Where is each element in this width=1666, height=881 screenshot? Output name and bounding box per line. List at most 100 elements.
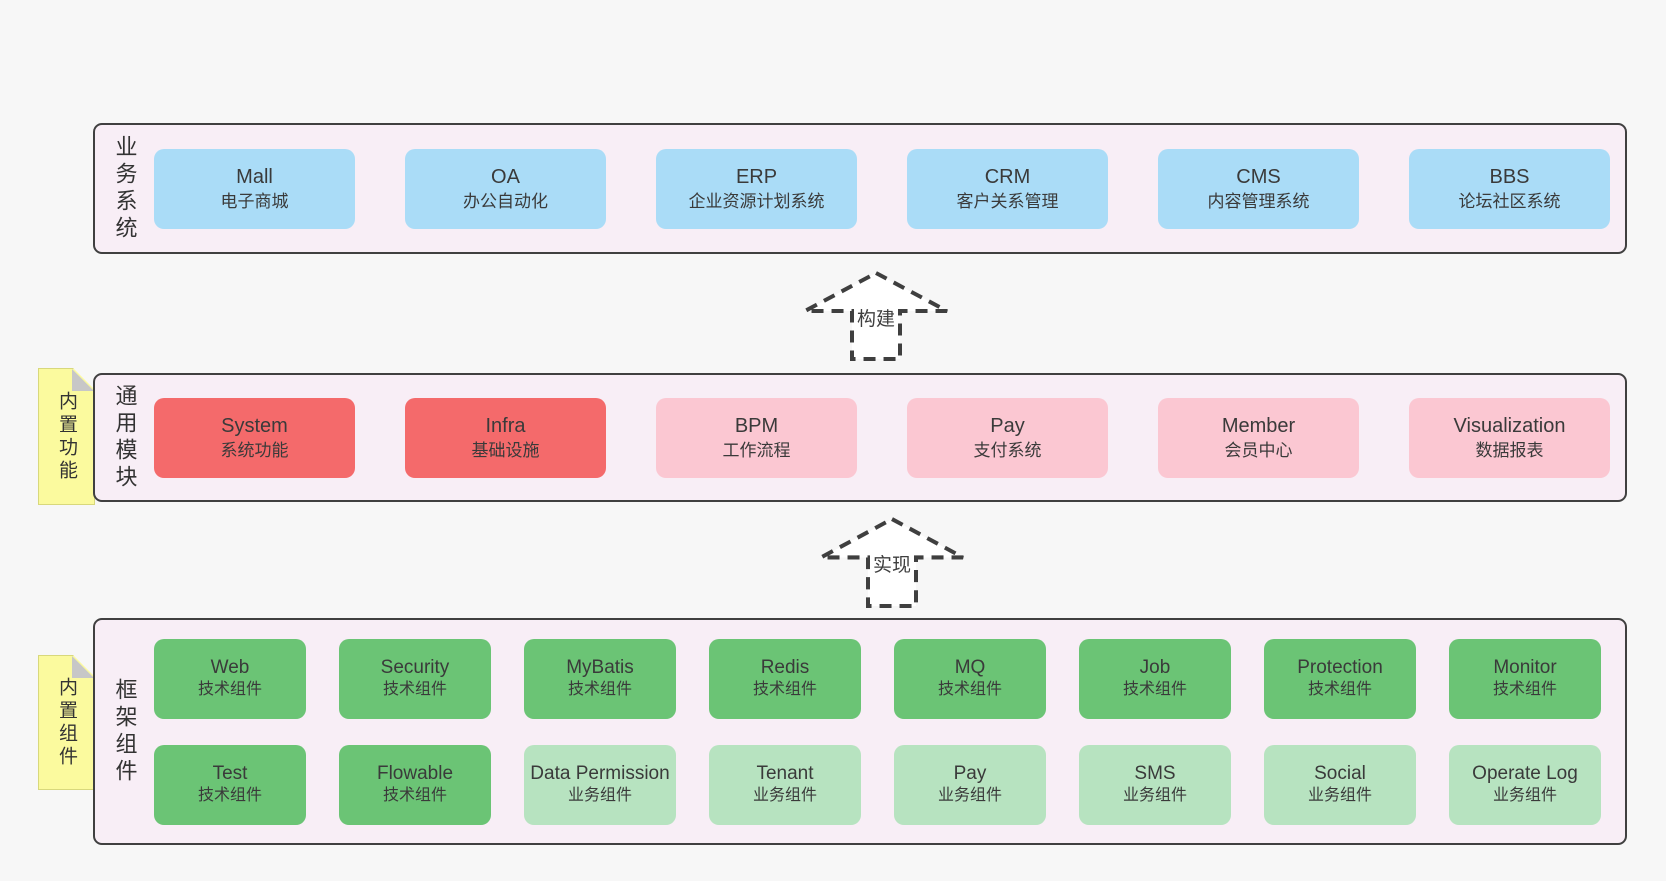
box-erp: ERP 企业资源计划系统 xyxy=(656,148,857,229)
box-job: Job 技术组件 xyxy=(1079,638,1231,719)
box-test: Test 技术组件 xyxy=(154,744,306,825)
business-systems-boxes: Mall 电子商城 OA 办公自动化 ERP 企业资源计划系统 CRM 客户关系… xyxy=(154,148,1610,229)
box-oa: OA 办公自动化 xyxy=(405,148,606,229)
box-subtitle: 会员中心 xyxy=(1224,440,1293,460)
framework-components-band: 框架组件 Web 技术组件 Security 技术组件 MyBatis 技术组件… xyxy=(93,618,1627,845)
box-subtitle: 业务组件 xyxy=(752,787,817,805)
box-subtitle: 技术组件 xyxy=(752,681,817,699)
box-infra: Infra 基础设施 xyxy=(405,397,606,478)
sticky-note-built-in-functions: 内置功能 xyxy=(38,368,95,505)
box-pay-component: Pay 业务组件 xyxy=(894,744,1046,825)
box-title: Infra xyxy=(485,414,526,437)
box-subtitle: 技术组件 xyxy=(197,787,262,805)
box-title: SMS xyxy=(1134,763,1176,785)
box-subtitle: 工作流程 xyxy=(722,440,791,460)
box-protection: Protection 技术组件 xyxy=(1264,638,1416,719)
box-title: Visualization xyxy=(1453,414,1566,437)
box-title: Web xyxy=(210,657,250,679)
box-subtitle: 论坛社区系统 xyxy=(1458,191,1561,211)
box-title: MyBatis xyxy=(566,657,634,679)
sticky-label: 内置功能 xyxy=(56,390,77,483)
box-subtitle: 业务组件 xyxy=(1122,787,1187,805)
box-subtitle: 电子商城 xyxy=(220,191,289,211)
sticky-note-built-in-components: 内置组件 xyxy=(38,655,95,790)
box-cms: CMS 内容管理系统 xyxy=(1158,148,1359,229)
box-subtitle: 技术组件 xyxy=(197,681,262,699)
band-label-column: 框架组件 xyxy=(95,678,154,786)
box-crm: CRM 客户关系管理 xyxy=(907,148,1108,229)
common-modules-boxes: System 系统功能 Infra 基础设施 BPM 工作流程 Pay 支付系统… xyxy=(154,397,1610,478)
box-monitor: Monitor 技术组件 xyxy=(1449,638,1601,719)
box-redis: Redis 技术组件 xyxy=(709,638,861,719)
box-title: CMS xyxy=(1236,165,1281,188)
box-mall: Mall 电子商城 xyxy=(154,148,355,229)
arrow-label-build: 构建 xyxy=(802,304,950,331)
box-subtitle: 技术组件 xyxy=(382,681,447,699)
box-title: Security xyxy=(380,657,450,679)
folded-corner-icon xyxy=(72,656,94,678)
box-subtitle: 业务组件 xyxy=(937,787,1002,805)
box-flowable: Flowable 技术组件 xyxy=(339,744,491,825)
box-title: Protection xyxy=(1297,657,1383,679)
box-subtitle: 业务组件 xyxy=(1307,787,1372,805)
box-title: Redis xyxy=(760,657,810,679)
box-title: Monitor xyxy=(1493,657,1557,679)
box-title: Job xyxy=(1139,657,1171,679)
box-visualization: Visualization 数据报表 xyxy=(1409,397,1610,478)
common-modules-band: 通用模块 System 系统功能 Infra 基础设施 BPM 工作流程 Pay… xyxy=(93,373,1627,502)
box-pay: Pay 支付系统 xyxy=(907,397,1108,478)
box-title: Pay xyxy=(953,763,987,785)
box-title: OA xyxy=(491,165,520,188)
box-title: CRM xyxy=(984,165,1031,188)
box-subtitle: 系统功能 xyxy=(220,440,289,460)
build-arrow: 构建 xyxy=(802,270,950,362)
box-subtitle: 技术组件 xyxy=(1122,681,1187,699)
box-subtitle: 办公自动化 xyxy=(463,191,548,211)
box-subtitle: 企业资源计划系统 xyxy=(688,191,825,211)
box-title: Data Permission xyxy=(530,763,670,785)
box-subtitle: 支付系统 xyxy=(973,440,1042,460)
box-subtitle: 业务组件 xyxy=(567,787,632,805)
box-title: Social xyxy=(1314,763,1366,785)
box-bpm: BPM 工作流程 xyxy=(656,397,857,478)
band-label-common-modules: 通用模块 xyxy=(112,383,138,492)
box-title: Test xyxy=(212,763,248,785)
box-system: System 系统功能 xyxy=(154,397,355,478)
business-systems-band: 业务系统 Mall 电子商城 OA 办公自动化 ERP 企业资源计划系统 CRM… xyxy=(93,123,1627,254)
box-title: Operate Log xyxy=(1472,763,1578,785)
box-data-permission: Data Permission 业务组件 xyxy=(524,744,676,825)
technical-components-row: Web 技术组件 Security 技术组件 MyBatis 技术组件 Redi… xyxy=(154,638,1601,719)
framework-components-rows: Web 技术组件 Security 技术组件 MyBatis 技术组件 Redi… xyxy=(154,638,1601,825)
box-subtitle: 客户关系管理 xyxy=(956,191,1059,211)
box-title: Mall xyxy=(236,165,273,188)
box-web: Web 技术组件 xyxy=(154,638,306,719)
box-subtitle: 技术组件 xyxy=(1492,681,1557,699)
box-subtitle: 数据报表 xyxy=(1475,440,1544,460)
folded-corner-icon xyxy=(72,369,94,391)
box-subtitle: 技术组件 xyxy=(1307,681,1372,699)
box-subtitle: 技术组件 xyxy=(937,681,1002,699)
box-subtitle: 业务组件 xyxy=(1492,787,1557,805)
box-title: MQ xyxy=(954,657,986,679)
box-member: Member 会员中心 xyxy=(1158,397,1359,478)
box-title: Member xyxy=(1221,414,1296,437)
implement-arrow: 实现 xyxy=(818,516,966,609)
band-label-business-systems: 业务系统 xyxy=(112,134,138,243)
box-subtitle: 技术组件 xyxy=(382,787,447,805)
box-subtitle: 基础设施 xyxy=(471,440,540,460)
box-bbs: BBS 论坛社区系统 xyxy=(1409,148,1610,229)
box-mq: MQ 技术组件 xyxy=(894,638,1046,719)
box-social: Social 业务组件 xyxy=(1264,744,1416,825)
band-label-column: 业务系统 xyxy=(95,135,154,243)
box-title: System xyxy=(221,414,288,437)
box-subtitle: 技术组件 xyxy=(567,681,632,699)
box-title: ERP xyxy=(735,165,778,188)
box-operate-log: Operate Log 业务组件 xyxy=(1449,744,1601,825)
arrow-label-implement: 实现 xyxy=(818,550,966,577)
box-title: BBS xyxy=(1489,165,1530,188)
box-sms: SMS 业务组件 xyxy=(1079,744,1231,825)
box-subtitle: 内容管理系统 xyxy=(1207,191,1310,211)
box-title: BPM xyxy=(734,414,779,437)
band-label-column: 通用模块 xyxy=(95,384,154,492)
